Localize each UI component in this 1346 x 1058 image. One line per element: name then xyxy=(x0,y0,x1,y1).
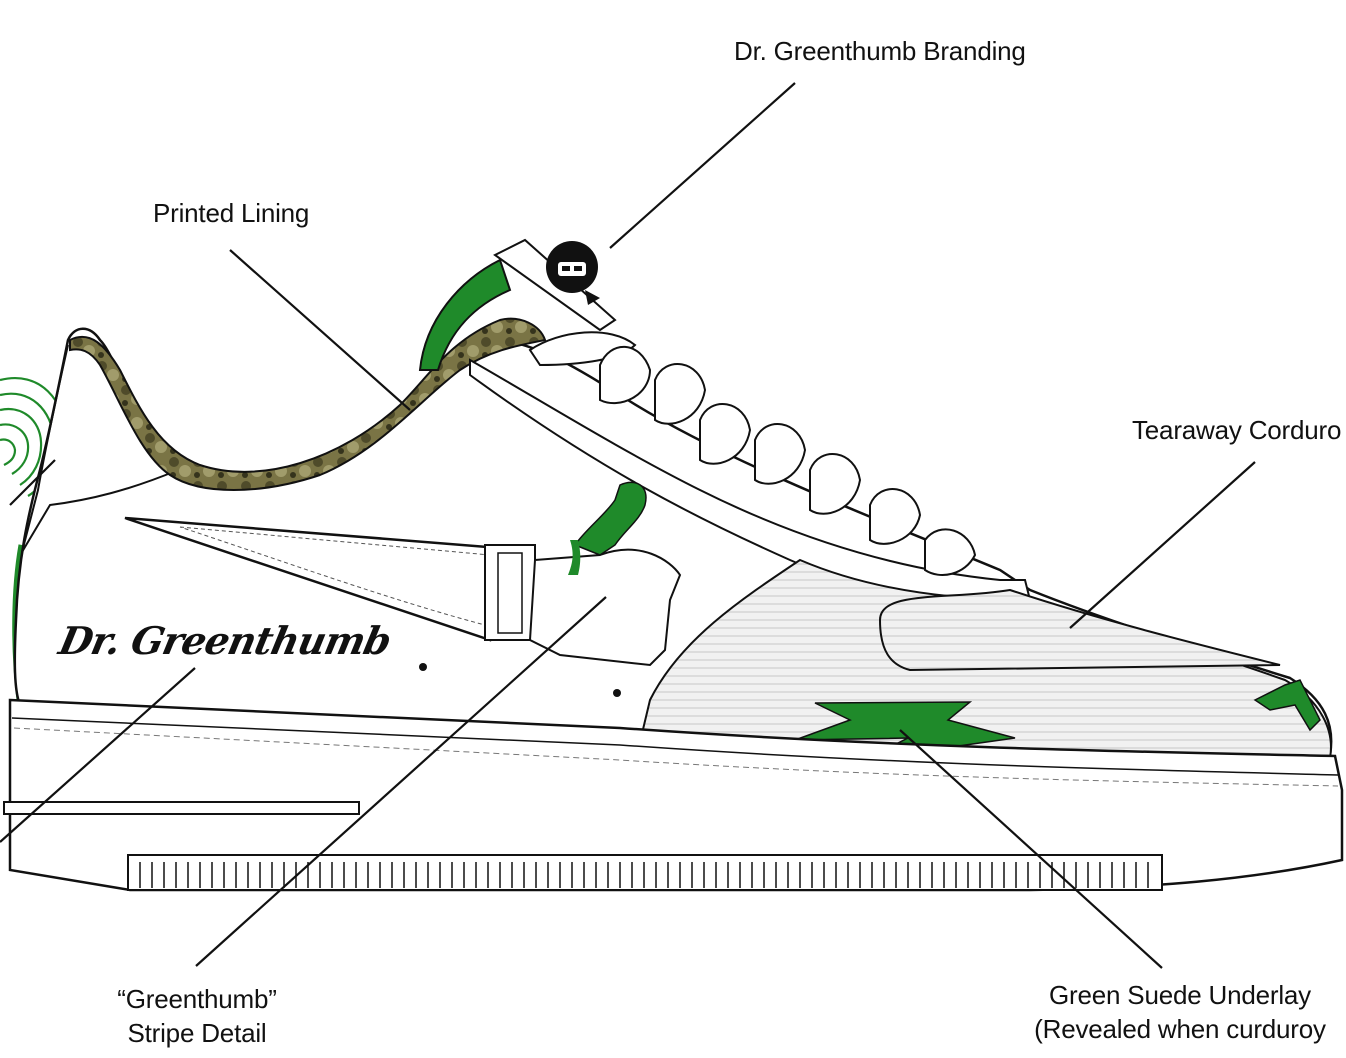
callout-suede-line1: Green Suede Underlay xyxy=(1049,980,1311,1010)
thumbs-up-icon xyxy=(528,481,682,667)
callout-stripe-line2: Stripe Detail xyxy=(127,1018,267,1048)
outsole-tread xyxy=(127,854,1163,891)
callout-suede-line2: (Revealed when curduroy xyxy=(1034,1014,1326,1044)
callout-printed-lining: Printed Lining xyxy=(153,198,310,228)
callout-stripe-line1: “Greenthumb” xyxy=(117,984,277,1014)
callout-tearaway-corduroy: Tearaway Corduro xyxy=(1132,415,1342,445)
leader-lines xyxy=(0,82,1256,969)
printed-lining xyxy=(69,317,547,491)
callout-branding: Dr. Greenthumb Branding xyxy=(734,36,1026,66)
doctor-avatar-icon xyxy=(546,241,600,305)
callout-stripe-detail: “Greenthumb” Stripe Detail xyxy=(92,982,302,1050)
tongue-green xyxy=(418,258,512,371)
greenthumb-stripe xyxy=(124,516,502,642)
callout-green-suede: Green Suede Underlay (Revealed when curd… xyxy=(1010,978,1346,1046)
laces xyxy=(528,331,977,576)
dr-greenthumb-script-logo: Dr. Greenthumb xyxy=(55,618,395,663)
